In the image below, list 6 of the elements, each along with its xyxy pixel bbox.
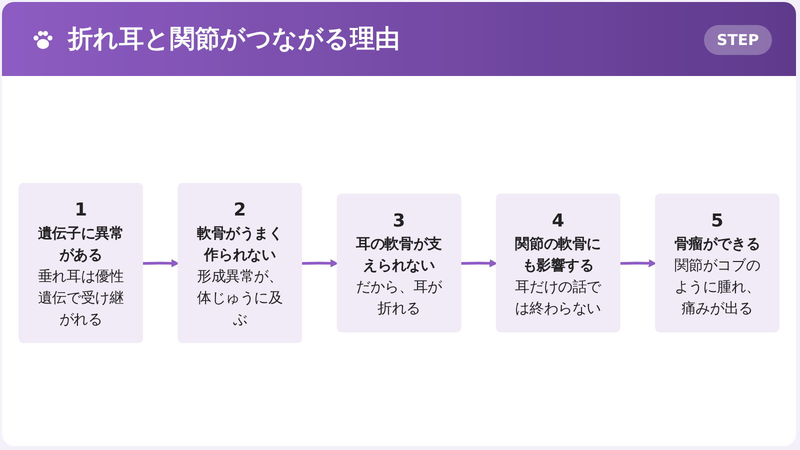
arrow — [461, 259, 498, 268]
arrow — [142, 259, 180, 268]
arrow — [302, 259, 338, 268]
step-badge: STEP — [704, 25, 772, 55]
arrow — [620, 259, 656, 268]
title: 折れ耳と関節がつながる理由 — [68, 23, 400, 55]
